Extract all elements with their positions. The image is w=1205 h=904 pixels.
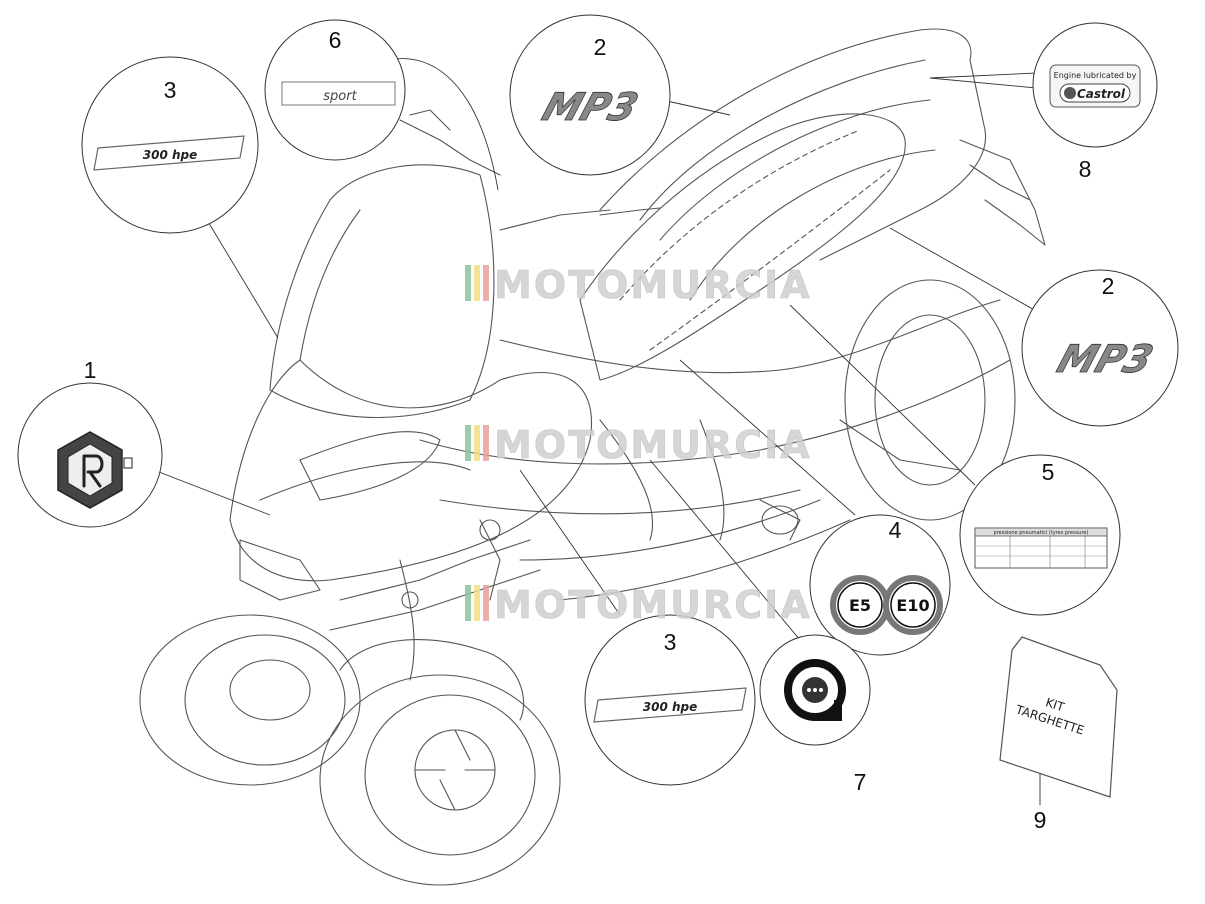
piaggio-p-icon: [82, 454, 104, 488]
callout-number-3b: 3: [664, 629, 677, 655]
leader-3b: [519, 469, 621, 616]
circle-2b: [1021, 269, 1179, 427]
e10-label: E10: [896, 596, 929, 615]
watermark-2: MOTOMURCIA: [465, 423, 812, 467]
decal-tyre-pressure: pressione pneumatici (tyres pressure): [974, 527, 1108, 569]
decal-e5-e10: E5 E10: [830, 575, 943, 635]
leader-5: [789, 304, 976, 486]
leader-7: [649, 459, 801, 641]
decal-castrol: Engine lubricated by Castrol: [1049, 64, 1141, 108]
hpe-label-top: 300 hpe: [143, 148, 198, 162]
decal-mp3-top: MP3: [536, 85, 643, 130]
circle-2a: [509, 14, 671, 176]
callout-number-4: 4: [889, 517, 902, 543]
callout-number-2a: 2: [594, 34, 607, 60]
callout-number-8: 8: [1079, 156, 1092, 182]
mp3-label-right: MP3: [1052, 338, 1158, 382]
castrol-brand: Castrol: [1077, 87, 1126, 101]
scooter-drawing: [139, 28, 1046, 886]
hpe-label-bottom: 300 hpe: [643, 700, 698, 714]
decal-kit-envelope: KIT TARGHETTE: [999, 636, 1118, 798]
sport-label: sport: [323, 89, 357, 104]
decal-300hpe-bottom: 300 hpe: [593, 687, 747, 723]
castrol-logo-icon: [1064, 87, 1076, 99]
decal-mp3-right: MP3: [1051, 337, 1158, 382]
watermark-3: MOTOMURCIA: [465, 583, 812, 627]
e5-label: E5: [849, 596, 871, 615]
watermark-text-2: MOTOMURCIA: [494, 423, 812, 467]
callout-number-9: 9: [1034, 807, 1047, 833]
decal-300hpe-top: 300 hpe: [93, 135, 245, 171]
callout-numbers: 3 1 6 2 8 2 5 4 3 7 9: [84, 27, 1115, 833]
leader-2b: [889, 227, 1053, 321]
kit-line1: KIT: [1044, 695, 1067, 714]
callout-number-6: 6: [329, 27, 342, 53]
watermark-text-3: MOTOMURCIA: [494, 583, 812, 627]
callout-number-1: 1: [84, 357, 97, 383]
callout-number-5: 5: [1042, 459, 1055, 485]
tyre-table-title: pressione pneumatici (tyres pressure): [994, 530, 1089, 536]
callout-number-2b: 2: [1102, 273, 1115, 299]
decal-round-ring: [784, 659, 846, 721]
castrol-top-text: Engine lubricated by: [1054, 71, 1137, 80]
dots-icon: [807, 688, 811, 692]
watermark-1: MOTOMURCIA: [465, 263, 812, 307]
watermark-text-1: MOTOMURCIA: [494, 263, 812, 307]
callout-number-7: 7: [854, 769, 867, 795]
callout-number-3a: 3: [164, 77, 177, 103]
decal-sport: sport: [281, 81, 396, 106]
mp3-label-top: MP3: [537, 86, 643, 130]
leader-4: [679, 359, 856, 516]
decal-piaggio-logo: [57, 431, 133, 509]
callout-circles: [17, 14, 1179, 786]
